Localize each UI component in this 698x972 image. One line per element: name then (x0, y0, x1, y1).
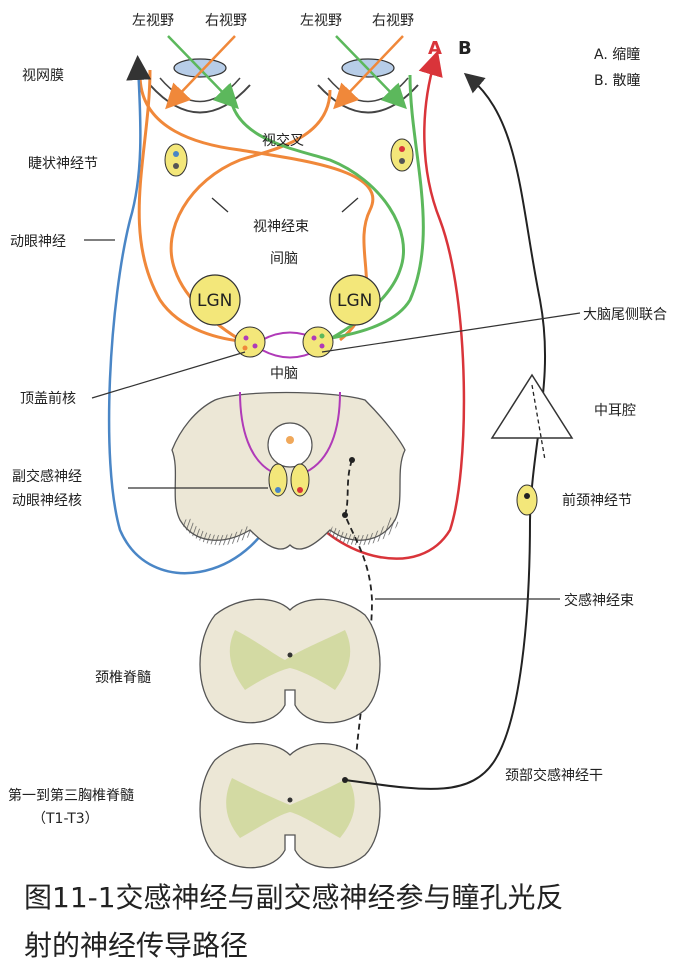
posterior-commissure-label: 大脑尾侧联合 (583, 307, 667, 323)
lgn-right-node (329, 274, 381, 326)
thoracic-range-label: （T1-T3） (32, 811, 99, 827)
retina-label: 视网膜 (22, 68, 64, 84)
right-ciliary-ganglion (390, 138, 414, 172)
cervical-spinal-cord (199, 598, 381, 724)
green-optic-fibers (317, 74, 425, 342)
right-edinger-westphal-nucleus (290, 463, 310, 497)
caption-line-2: 射的神经传导路径 (24, 929, 249, 962)
midbrain-label: 中脑 (270, 366, 298, 382)
left-visual-field-label: 左视野 (132, 13, 174, 29)
right-eye (317, 58, 419, 114)
right-visual-field-label-2: 右视野 (372, 13, 414, 29)
superior-cervical-ganglion-label: 前颈神经节 (562, 493, 632, 509)
left-edinger-westphal-nucleus (268, 463, 288, 497)
optic-tract-label: 视神经束 (253, 219, 309, 235)
legend-a: A. 缩瞳 (594, 47, 641, 63)
thoracic-cord-label: 第一到第三胸椎脊髓 (8, 788, 134, 804)
parasympathetic-nucleus-label-1: 副交感神经 (12, 469, 82, 485)
right-visual-field-label: 右视野 (205, 13, 247, 29)
sympathetic-tract-label: 交感神经束 (564, 593, 634, 609)
figure-caption: 图11-1交感神经与副交感神经参与瞳孔光反 射的神经传导路径 (24, 874, 684, 970)
blue-parasympathetic-path (107, 55, 280, 575)
legend-b: B. 散瞳 (594, 73, 641, 89)
sympathetic-trunk-path (344, 72, 547, 790)
pretectal-nucleus-label: 顶盖前核 (20, 391, 76, 407)
diencephalon-label: 间脑 (270, 251, 298, 267)
caption-line-1: 图11-1交感神经与副交感神经参与瞳孔光反 (24, 881, 564, 914)
marker-a: A (428, 38, 442, 59)
parasympathetic-nucleus-label-2: 动眼神经核 (12, 493, 82, 509)
red-parasympathetic-path (298, 50, 466, 560)
optic-chiasm-label: 视交叉 (262, 133, 304, 149)
middle-ear-triangle (490, 373, 574, 439)
oculomotor-nerve-label: 动眼神经 (10, 234, 66, 250)
left-ciliary-ganglion (164, 143, 188, 177)
left-pretectal-nucleus (234, 326, 266, 358)
ciliary-ganglion-label: 睫状神经节 (28, 156, 98, 172)
lgn-left-label: LGN (197, 291, 233, 311)
thoracic-spinal-cord (199, 742, 381, 869)
left-visual-field-label-2: 左视野 (300, 13, 342, 29)
middle-ear-label: 中耳腔 (594, 403, 636, 419)
lgn-right-label: LGN (337, 291, 373, 311)
marker-b: B (458, 38, 472, 59)
cervical-sympathetic-trunk-label: 颈部交感神经干 (505, 768, 603, 784)
orange-optic-fibers (138, 74, 375, 342)
right-pretectal-nucleus (302, 326, 334, 358)
left-eye (149, 58, 251, 114)
midbrain-section (171, 391, 406, 550)
lgn-left-node (189, 274, 241, 326)
superior-cervical-ganglion (516, 484, 538, 516)
cervical-cord-label: 颈椎脊髓 (95, 670, 151, 686)
